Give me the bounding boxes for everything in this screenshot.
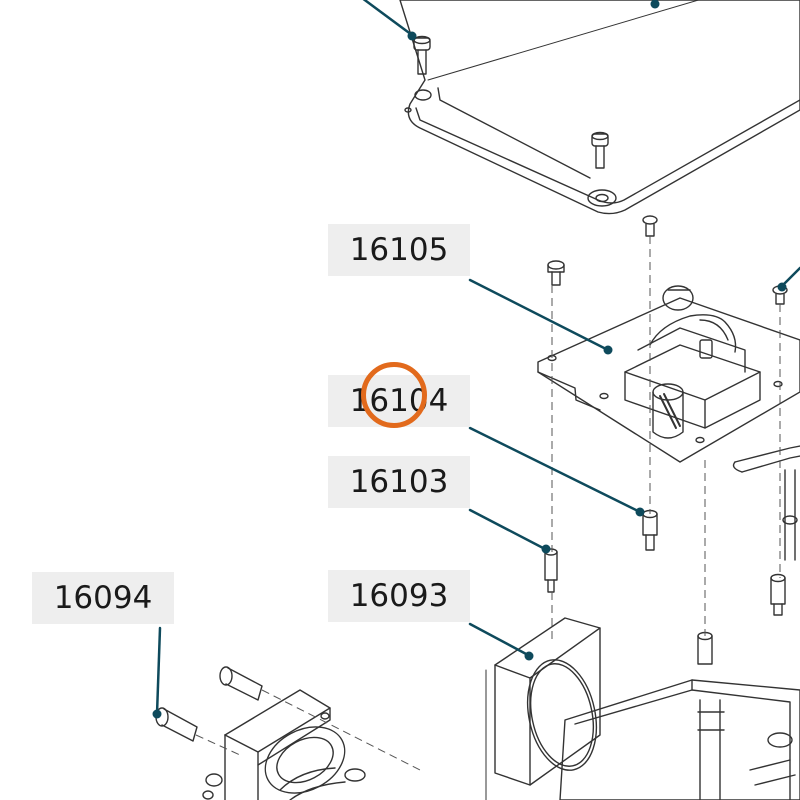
standoff-right bbox=[770, 573, 786, 616]
leader-endpoints bbox=[152, 0, 787, 719]
fan-housing bbox=[205, 689, 366, 800]
callout-16093: 16093 bbox=[328, 570, 470, 622]
bolt-upper bbox=[219, 666, 263, 701]
standoff-base bbox=[697, 631, 713, 665]
plate-screw-mid bbox=[642, 215, 658, 237]
bolt-lower bbox=[155, 707, 198, 742]
cable bbox=[732, 445, 800, 561]
callout-16103: 16103 bbox=[328, 456, 470, 508]
plate-screw-left bbox=[547, 260, 565, 286]
standoff-16104 bbox=[642, 509, 658, 551]
bolt-corner bbox=[202, 790, 214, 800]
lid-screw-mid bbox=[591, 131, 609, 169]
transformer-plate bbox=[537, 297, 800, 463]
enclosure-base bbox=[559, 679, 800, 800]
highlight-circle-marker bbox=[361, 362, 427, 428]
standoff-16103 bbox=[544, 548, 558, 593]
seal-frame-16093 bbox=[485, 617, 601, 800]
lid-screw-left bbox=[413, 35, 431, 75]
transformer bbox=[624, 285, 761, 429]
enclosure-lid bbox=[399, 0, 800, 215]
leader-lines bbox=[155, 0, 800, 716]
callout-16094: 16094 bbox=[32, 572, 174, 624]
capacitor bbox=[652, 383, 684, 439]
assembly-axes bbox=[195, 236, 781, 771]
callout-16105: 16105 bbox=[328, 224, 470, 276]
